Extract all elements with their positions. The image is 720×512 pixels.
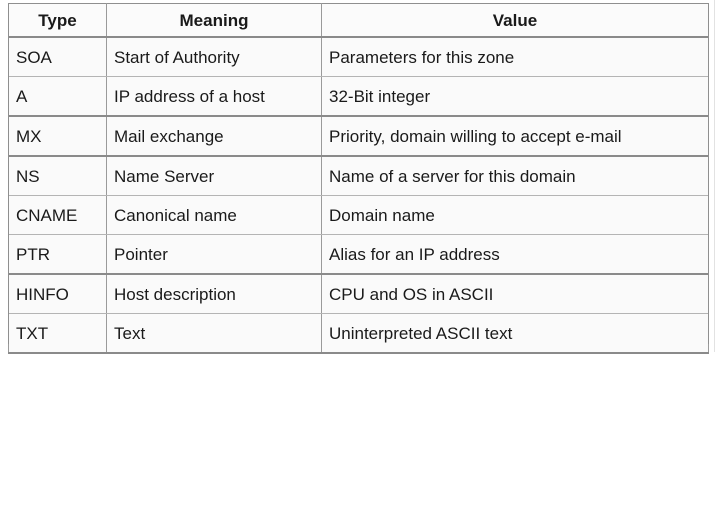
cell-type: HINFO (8, 273, 107, 314)
cell-meaning: IP address of a host (106, 76, 322, 117)
cell-value: Alias for an IP address (321, 234, 709, 275)
cell-value: CPU and OS in ASCII (321, 273, 709, 314)
table-row: HINFO Host description CPU and OS in ASC… (8, 273, 709, 314)
cell-meaning: Name Server (106, 155, 322, 196)
cell-type: A (8, 76, 107, 117)
scan-edge-line (714, 0, 715, 352)
cell-meaning: Pointer (106, 234, 322, 275)
column-header-value: Value (321, 3, 709, 38)
cell-value: Domain name (321, 195, 709, 235)
table-row: NS Name Server Name of a server for this… (8, 155, 709, 196)
cell-meaning: Mail exchange (106, 115, 322, 157)
cell-value: 32-Bit integer (321, 76, 709, 117)
cell-value: Uninterpreted ASCII text (321, 313, 709, 354)
table-row: SOA Start of Authority Parameters for th… (8, 36, 709, 77)
cell-meaning: Text (106, 313, 322, 354)
cell-value: Parameters for this zone (321, 36, 709, 77)
cell-value: Name of a server for this domain (321, 155, 709, 196)
column-header-meaning: Meaning (106, 3, 322, 38)
cell-value: Priority, domain willing to accept e-mai… (321, 115, 709, 157)
table-row: MX Mail exchange Priority, domain willin… (8, 115, 709, 157)
cell-type: CNAME (8, 195, 107, 235)
table-body: SOA Start of Authority Parameters for th… (8, 36, 709, 354)
cell-type: NS (8, 155, 107, 196)
table-row: CNAME Canonical name Domain name (8, 195, 709, 235)
column-header-type: Type (8, 3, 107, 38)
table-header: Type Meaning Value (8, 3, 709, 38)
table-row: TXT Text Uninterpreted ASCII text (8, 313, 709, 354)
cell-meaning: Start of Authority (106, 36, 322, 77)
cell-meaning: Host description (106, 273, 322, 314)
cell-meaning: Canonical name (106, 195, 322, 235)
dns-record-types-table: Type Meaning Value SOA Start of Authorit… (8, 3, 709, 354)
table-row: PTR Pointer Alias for an IP address (8, 234, 709, 275)
dns-record-types-table-container: Type Meaning Value SOA Start of Authorit… (8, 3, 709, 354)
cell-type: PTR (8, 234, 107, 275)
cell-type: SOA (8, 36, 107, 77)
cell-type: TXT (8, 313, 107, 354)
table-header-row: Type Meaning Value (8, 3, 709, 38)
cell-type: MX (8, 115, 107, 157)
table-row: A IP address of a host 32-Bit integer (8, 76, 709, 117)
